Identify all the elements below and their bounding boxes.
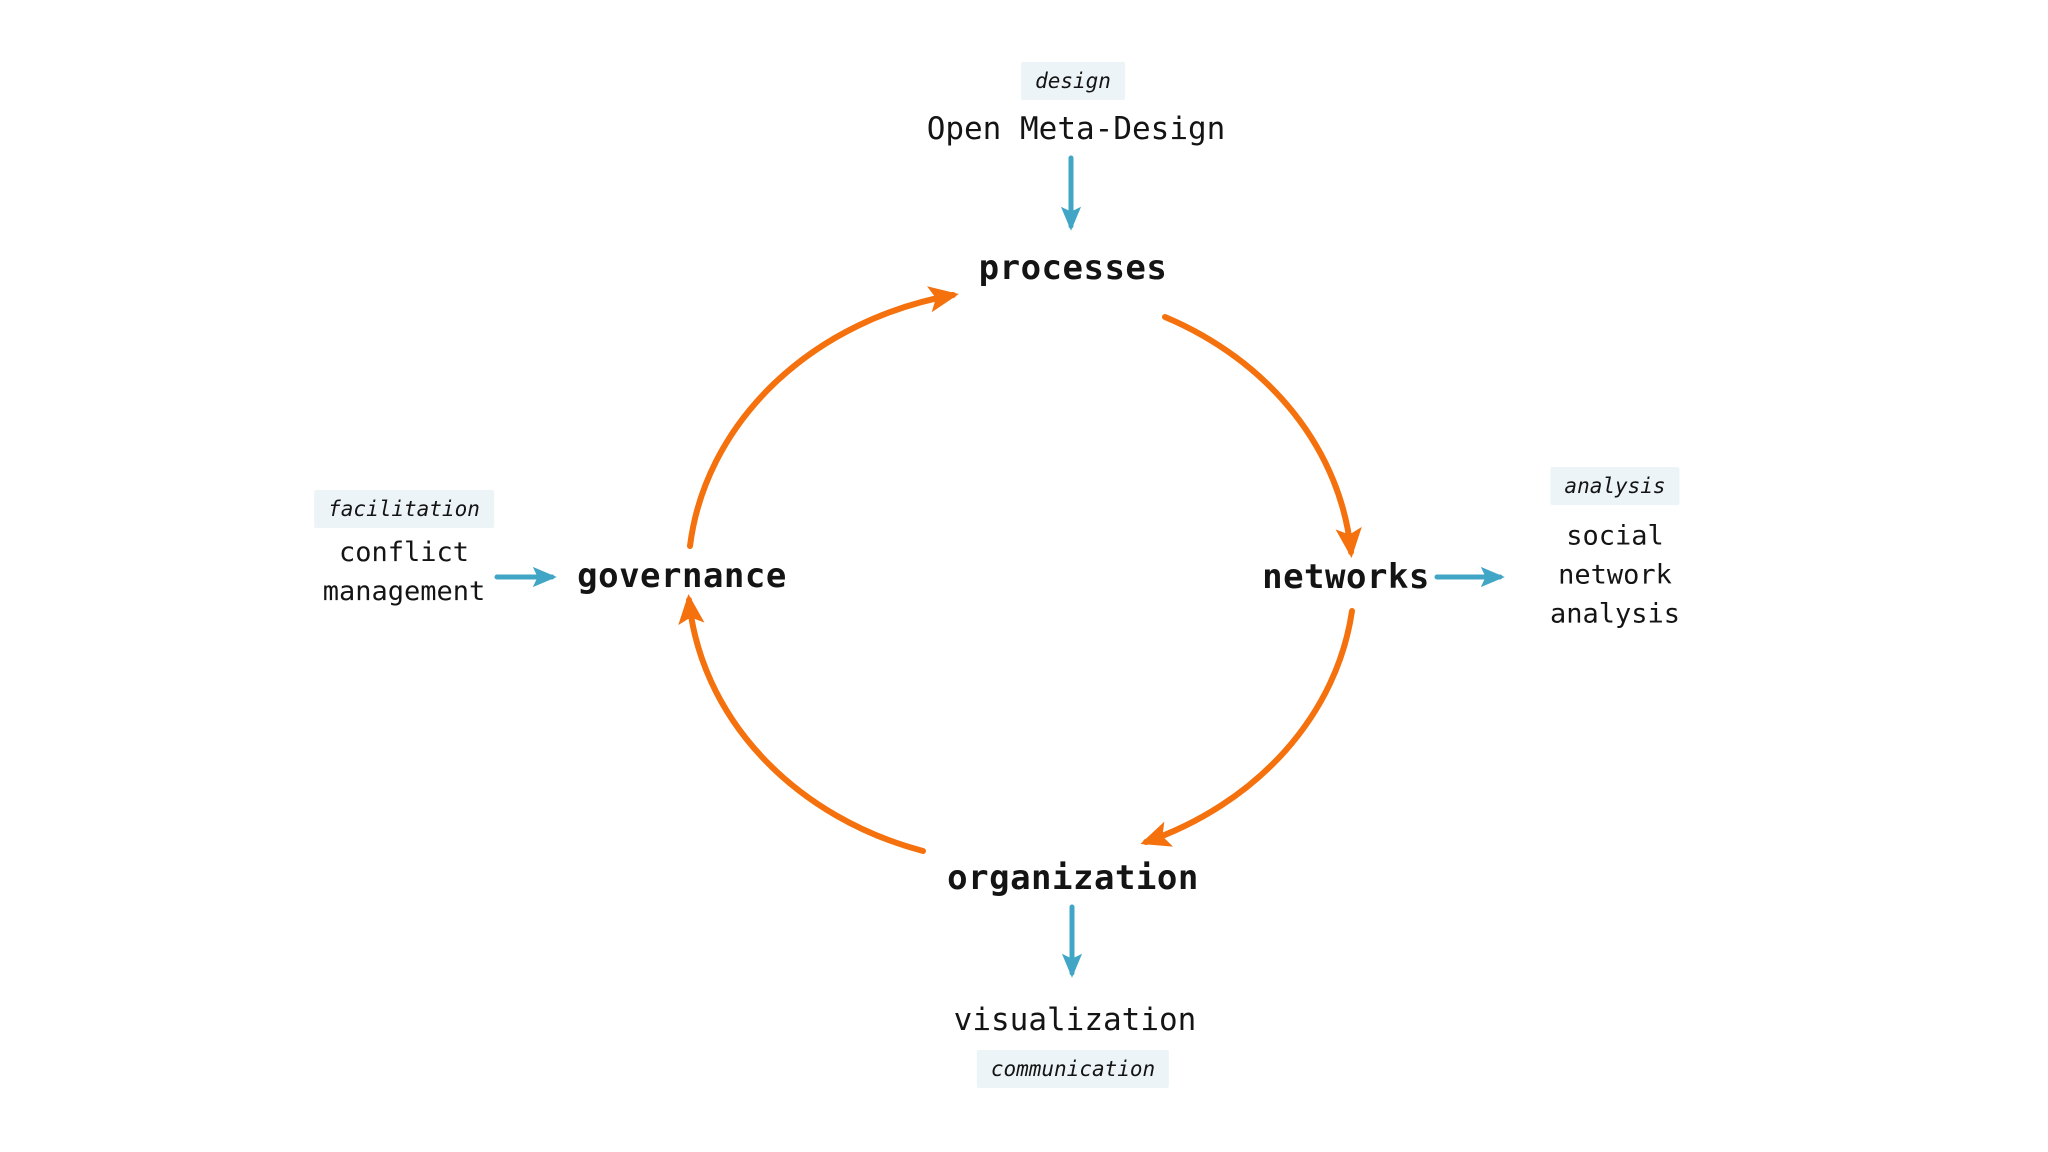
label-social-network-analysis: social network analysis [1550,516,1680,633]
label-line: management [322,576,486,607]
label-line: network [1558,559,1672,591]
node-networks: networks [1262,557,1430,597]
label-visualization: visualization [953,1002,1197,1038]
tag-facilitation: facilitation [314,490,494,528]
cycle-arc-governance-to-processes [687,286,959,549]
label-line: conflict [338,536,470,568]
tag-analysis: analysis [1550,467,1680,505]
label-open-meta-design: Open Meta-Design [926,111,1226,147]
tag-design: design [1021,62,1125,100]
cycle-arc-organization-to-governance [678,594,926,854]
node-governance: governance [577,556,787,596]
tag-communication: communication [976,1050,1170,1088]
node-processes: processes [978,248,1168,288]
label-line: analysis [1549,598,1681,630]
label-conflict-management: conflict management [323,533,486,611]
cycle-arc-processes-to-networks [1162,314,1362,558]
node-organization: organization [947,858,1199,898]
cycle-arc-networks-to-organization [1140,608,1355,847]
label-line: social [1566,520,1664,552]
